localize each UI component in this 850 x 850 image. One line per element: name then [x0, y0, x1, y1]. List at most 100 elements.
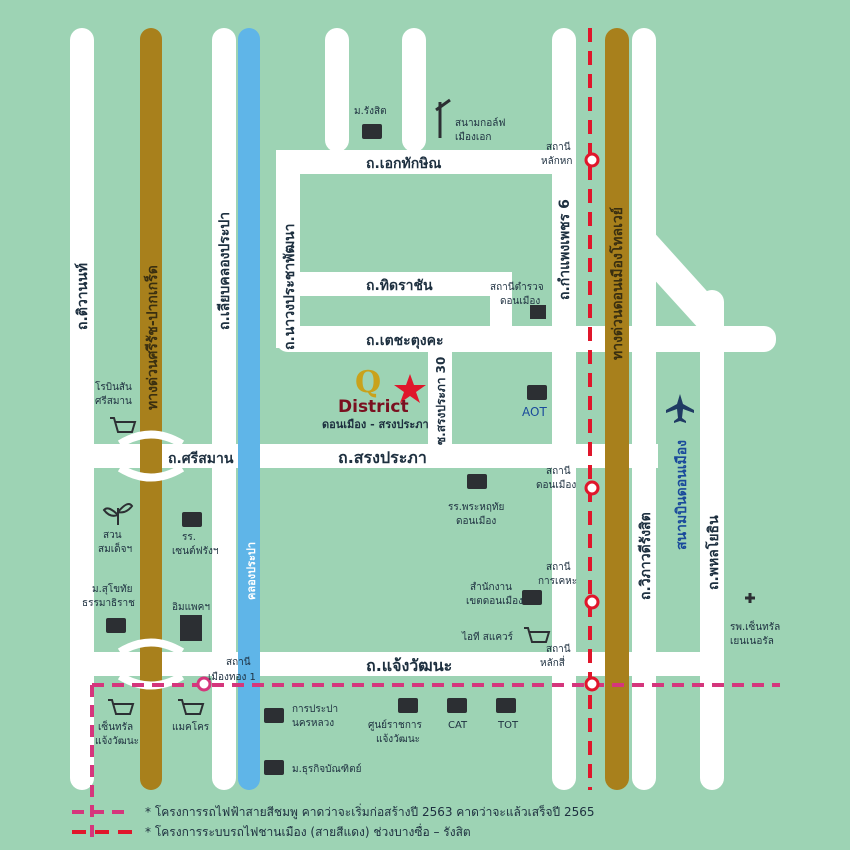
- legend-red-text: * โครงการระบบรถไฟชานเมือง (สายสีแดง) ช่ว…: [145, 823, 471, 839]
- station-don-mueang-marker: [584, 480, 600, 496]
- hospital-cross-icon: [745, 593, 755, 603]
- dpu-briefcase-icon: [264, 760, 284, 775]
- roads: [70, 28, 776, 790]
- tiwanon-road: [70, 28, 94, 790]
- legend: * โครงการรถไฟฟ้าสายสีชมพู คาดว่าจะเริ่มก…: [72, 803, 595, 839]
- place-park-2: สมเด็จฯ: [98, 541, 132, 555]
- place-stou-1: ม.สุโขทัย: [92, 582, 133, 595]
- place-icons: [106, 124, 547, 775]
- kamphaeng-phet-6-road: [552, 28, 576, 790]
- station-kan-kheha-marker: [584, 594, 600, 610]
- project-logo-letter: Q: [355, 365, 381, 400]
- place-prasat-1: รร.พระหฤทัย: [448, 502, 504, 513]
- road-thidarachan-label: ถ.ทิดราชัน: [366, 278, 433, 294]
- place-prasat-2: ดอนเมือง: [456, 515, 496, 527]
- station-mueang-thong-1: สถานี: [226, 656, 251, 668]
- upper-road-b: [402, 28, 426, 152]
- place-district-1: สำนักงาน: [470, 582, 512, 593]
- place-dpu: ม.ธุรกิจบัณฑิตย์: [292, 763, 361, 775]
- canal-prapa: [238, 28, 260, 790]
- stations: [196, 152, 600, 692]
- interchange-sriaman-top: [117, 430, 185, 448]
- airport-label: สนามบินดอนเมือง: [674, 440, 690, 550]
- project-star-icon: [394, 374, 426, 403]
- legend-pink-text: * โครงการรถไฟฟ้าสายสีชมพู คาดว่าจะเริ่มก…: [145, 803, 595, 820]
- road-soi30-label: ซ.สรงประภา 30: [434, 357, 448, 445]
- station-kan-kheha-1: สถานี: [546, 561, 571, 573]
- canal-label: คลองประปา: [245, 542, 258, 600]
- project-name: District: [338, 397, 409, 417]
- school-prasat-briefcase-icon: [467, 474, 487, 489]
- station-lak-si-1: สถานี: [546, 643, 571, 655]
- liap-khlong-prapa-road: [212, 28, 236, 790]
- road-liap-khlong-label: ถ.เลียบคลองประปา: [217, 212, 233, 330]
- rangsit-university-briefcase-icon: [362, 124, 382, 139]
- place-robinson-2: ศรีสมาน: [95, 395, 132, 407]
- interchange-sriaman-bottom: [117, 464, 185, 482]
- cart-icons: [108, 417, 551, 715]
- place-makro: แมคโคร: [172, 720, 210, 733]
- road-ekthakhin-label: ถ.เอกทักษิณ: [366, 156, 441, 172]
- place-central-1: เซ็นทรัล: [98, 719, 133, 733]
- stou-briefcase-icon: [106, 618, 126, 633]
- golfer-icon: [435, 98, 451, 138]
- place-govt-2: แจ้งวัฒนะ: [376, 733, 420, 745]
- techatungkha-road: [276, 326, 776, 352]
- interchanges: [117, 430, 185, 690]
- expressway-label: ทางด่วนศรีรัช-ปากเกร็ด: [143, 265, 161, 410]
- impact-building-icon: [180, 615, 202, 641]
- itsquare-cart-icon: [524, 627, 551, 643]
- place-hospital-2: เยนเนอรัล: [730, 636, 774, 647]
- place-aot: AOT: [522, 405, 547, 419]
- road-viphavadi-label: ถ.วิภาวดีรังสิต: [638, 512, 654, 600]
- place-school-st-1: รร.: [182, 532, 196, 543]
- place-prapa-2: นครหลวง: [292, 718, 334, 729]
- station-don-mueang-1: สถานี: [546, 465, 571, 477]
- place-stou-2: ธรรมาธิราช: [82, 598, 135, 609]
- upper-road-a: [325, 28, 349, 152]
- place-hospital-1: รพ.เซ็นทรัล: [730, 619, 780, 633]
- nawong-road: [276, 152, 300, 348]
- place-school-st-2: เซนต์ฟรังฯ: [172, 545, 218, 557]
- sirat-expressway: [140, 28, 162, 790]
- prapa-nakhon-briefcase-icon: [264, 708, 284, 723]
- place-cat: CAT: [448, 720, 468, 731]
- place-tot: TOT: [497, 720, 519, 731]
- road-nawong-label: ถ.นาวงประชาพัฒนา: [282, 223, 298, 350]
- songprapha-road: [92, 444, 658, 468]
- tollway-label: ทางด่วนดอนเมืองโทลเวย์: [608, 207, 626, 360]
- interchange-chaeng-top: [117, 638, 185, 656]
- project-logo: Q District ดอนเมือง - สรงประภา: [322, 365, 429, 431]
- don-mueang-tollway: [605, 28, 629, 790]
- thidarachan-road: [276, 272, 512, 296]
- station-lak-hok-1: สถานี: [546, 141, 571, 153]
- place-govt-1: ศูนย์ราชการ: [368, 719, 422, 731]
- place-golf-2: เมืองเอก: [455, 131, 491, 143]
- station-lak-hok-2: หลักหก: [541, 156, 572, 167]
- station-don-mueang-2: ดอนเมือง: [536, 479, 576, 491]
- road-kamphaeng-label: ถ.กำแพงเพชร 6: [557, 199, 573, 300]
- road-phaholyothin-label: ถ.พหลโยธิน: [704, 515, 722, 590]
- station-lak-si-marker: [584, 676, 600, 692]
- tot-briefcase-icon: [496, 698, 516, 713]
- robinson-cart-icon: [110, 417, 137, 433]
- place-police-2: ดอนเมือง: [500, 295, 540, 307]
- place-central-2: แจ้งวัฒนะ: [95, 735, 139, 747]
- place-itsquare: ไอที สแควร์: [461, 631, 514, 643]
- airplane-icon: [666, 394, 694, 423]
- place-impact: อิมแพคฯ: [172, 602, 210, 613]
- district-office-briefcase-icon: [522, 590, 542, 605]
- station-mueang-thong-2: เมืองทอง 1: [208, 671, 256, 683]
- park-plant-icon: [102, 503, 134, 525]
- police-station-icon: [530, 305, 546, 319]
- interchange-chaeng-bottom: [117, 672, 185, 690]
- makro-cart-icon: [178, 699, 205, 715]
- school-st-briefcase-icon: [182, 512, 202, 527]
- station-mueang-thong-marker: [196, 676, 212, 692]
- diagonal-road: [650, 228, 724, 330]
- station-lak-si-2: หลักสี่: [540, 655, 565, 669]
- road-techatungkha-label: ถ.เตชะตุงคะ: [366, 333, 444, 349]
- road-songprapha-label: ถ.สรงประภา: [338, 448, 427, 467]
- place-golf-1: สนามกอล์ฟ: [455, 117, 505, 129]
